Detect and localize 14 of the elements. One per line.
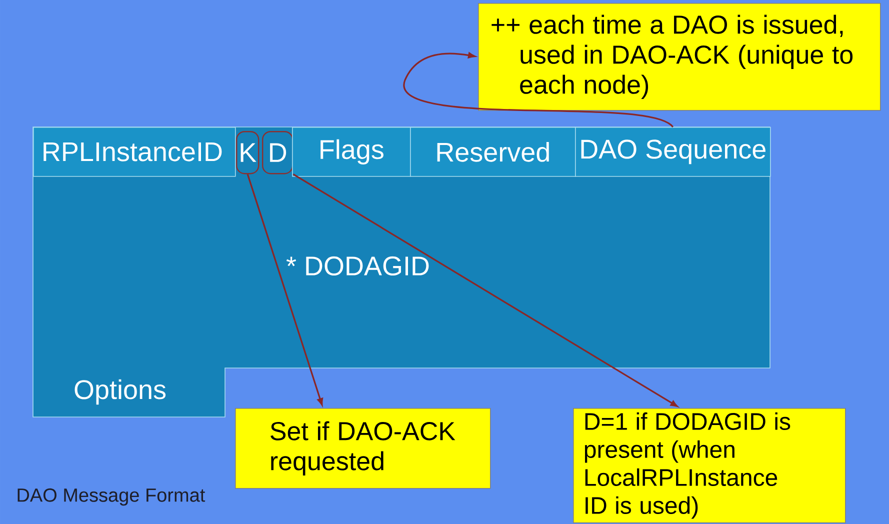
note-box: Set if DAO-ACK requested <box>235 408 491 489</box>
field-cell: Reserved <box>410 127 576 177</box>
flag-cell: K <box>236 131 260 174</box>
arrow <box>246 174 324 406</box>
figure-caption: DAO Message Format <box>18 488 206 506</box>
note-box: D=1 if DODAGID is present (when LocalRPLInstance ID is used) <box>573 408 846 524</box>
field-cell: Flags <box>292 127 411 177</box>
field-label: * DODAGID <box>286 256 429 276</box>
field-label: Options <box>74 379 166 405</box>
field-cell: RPLInstanceID <box>33 127 236 177</box>
arrow <box>404 52 674 128</box>
field-cell: DAO Sequence <box>575 127 771 177</box>
note-box: ++ each time a DAO is issued, used in DAO-ACK (unique to each node) <box>478 3 881 111</box>
arrow <box>292 174 678 407</box>
